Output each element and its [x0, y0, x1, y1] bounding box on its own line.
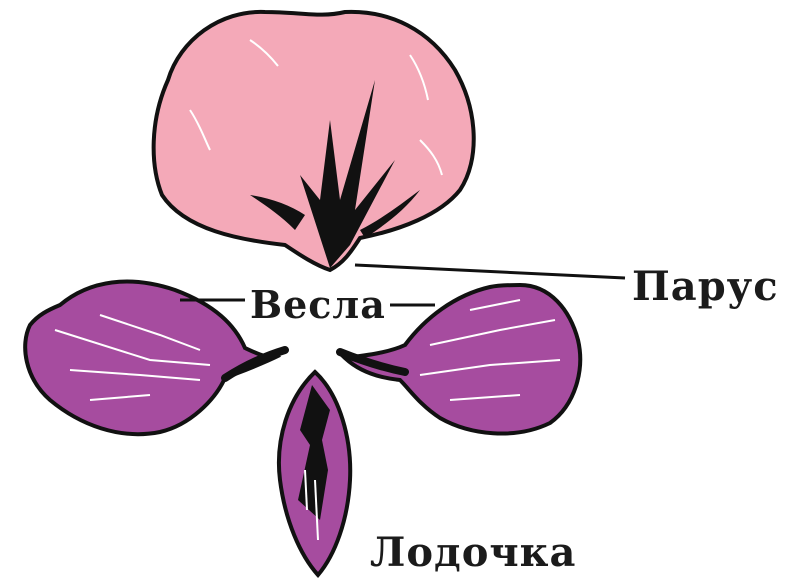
label-oars: Весла — [250, 282, 386, 327]
sail-petal — [154, 12, 474, 270]
keel-petal — [279, 372, 350, 575]
label-sail: Парус — [632, 263, 779, 310]
left-wing-petal — [25, 282, 285, 435]
label-keel: Лодочка — [370, 529, 576, 576]
sail-leader-line — [355, 265, 625, 278]
